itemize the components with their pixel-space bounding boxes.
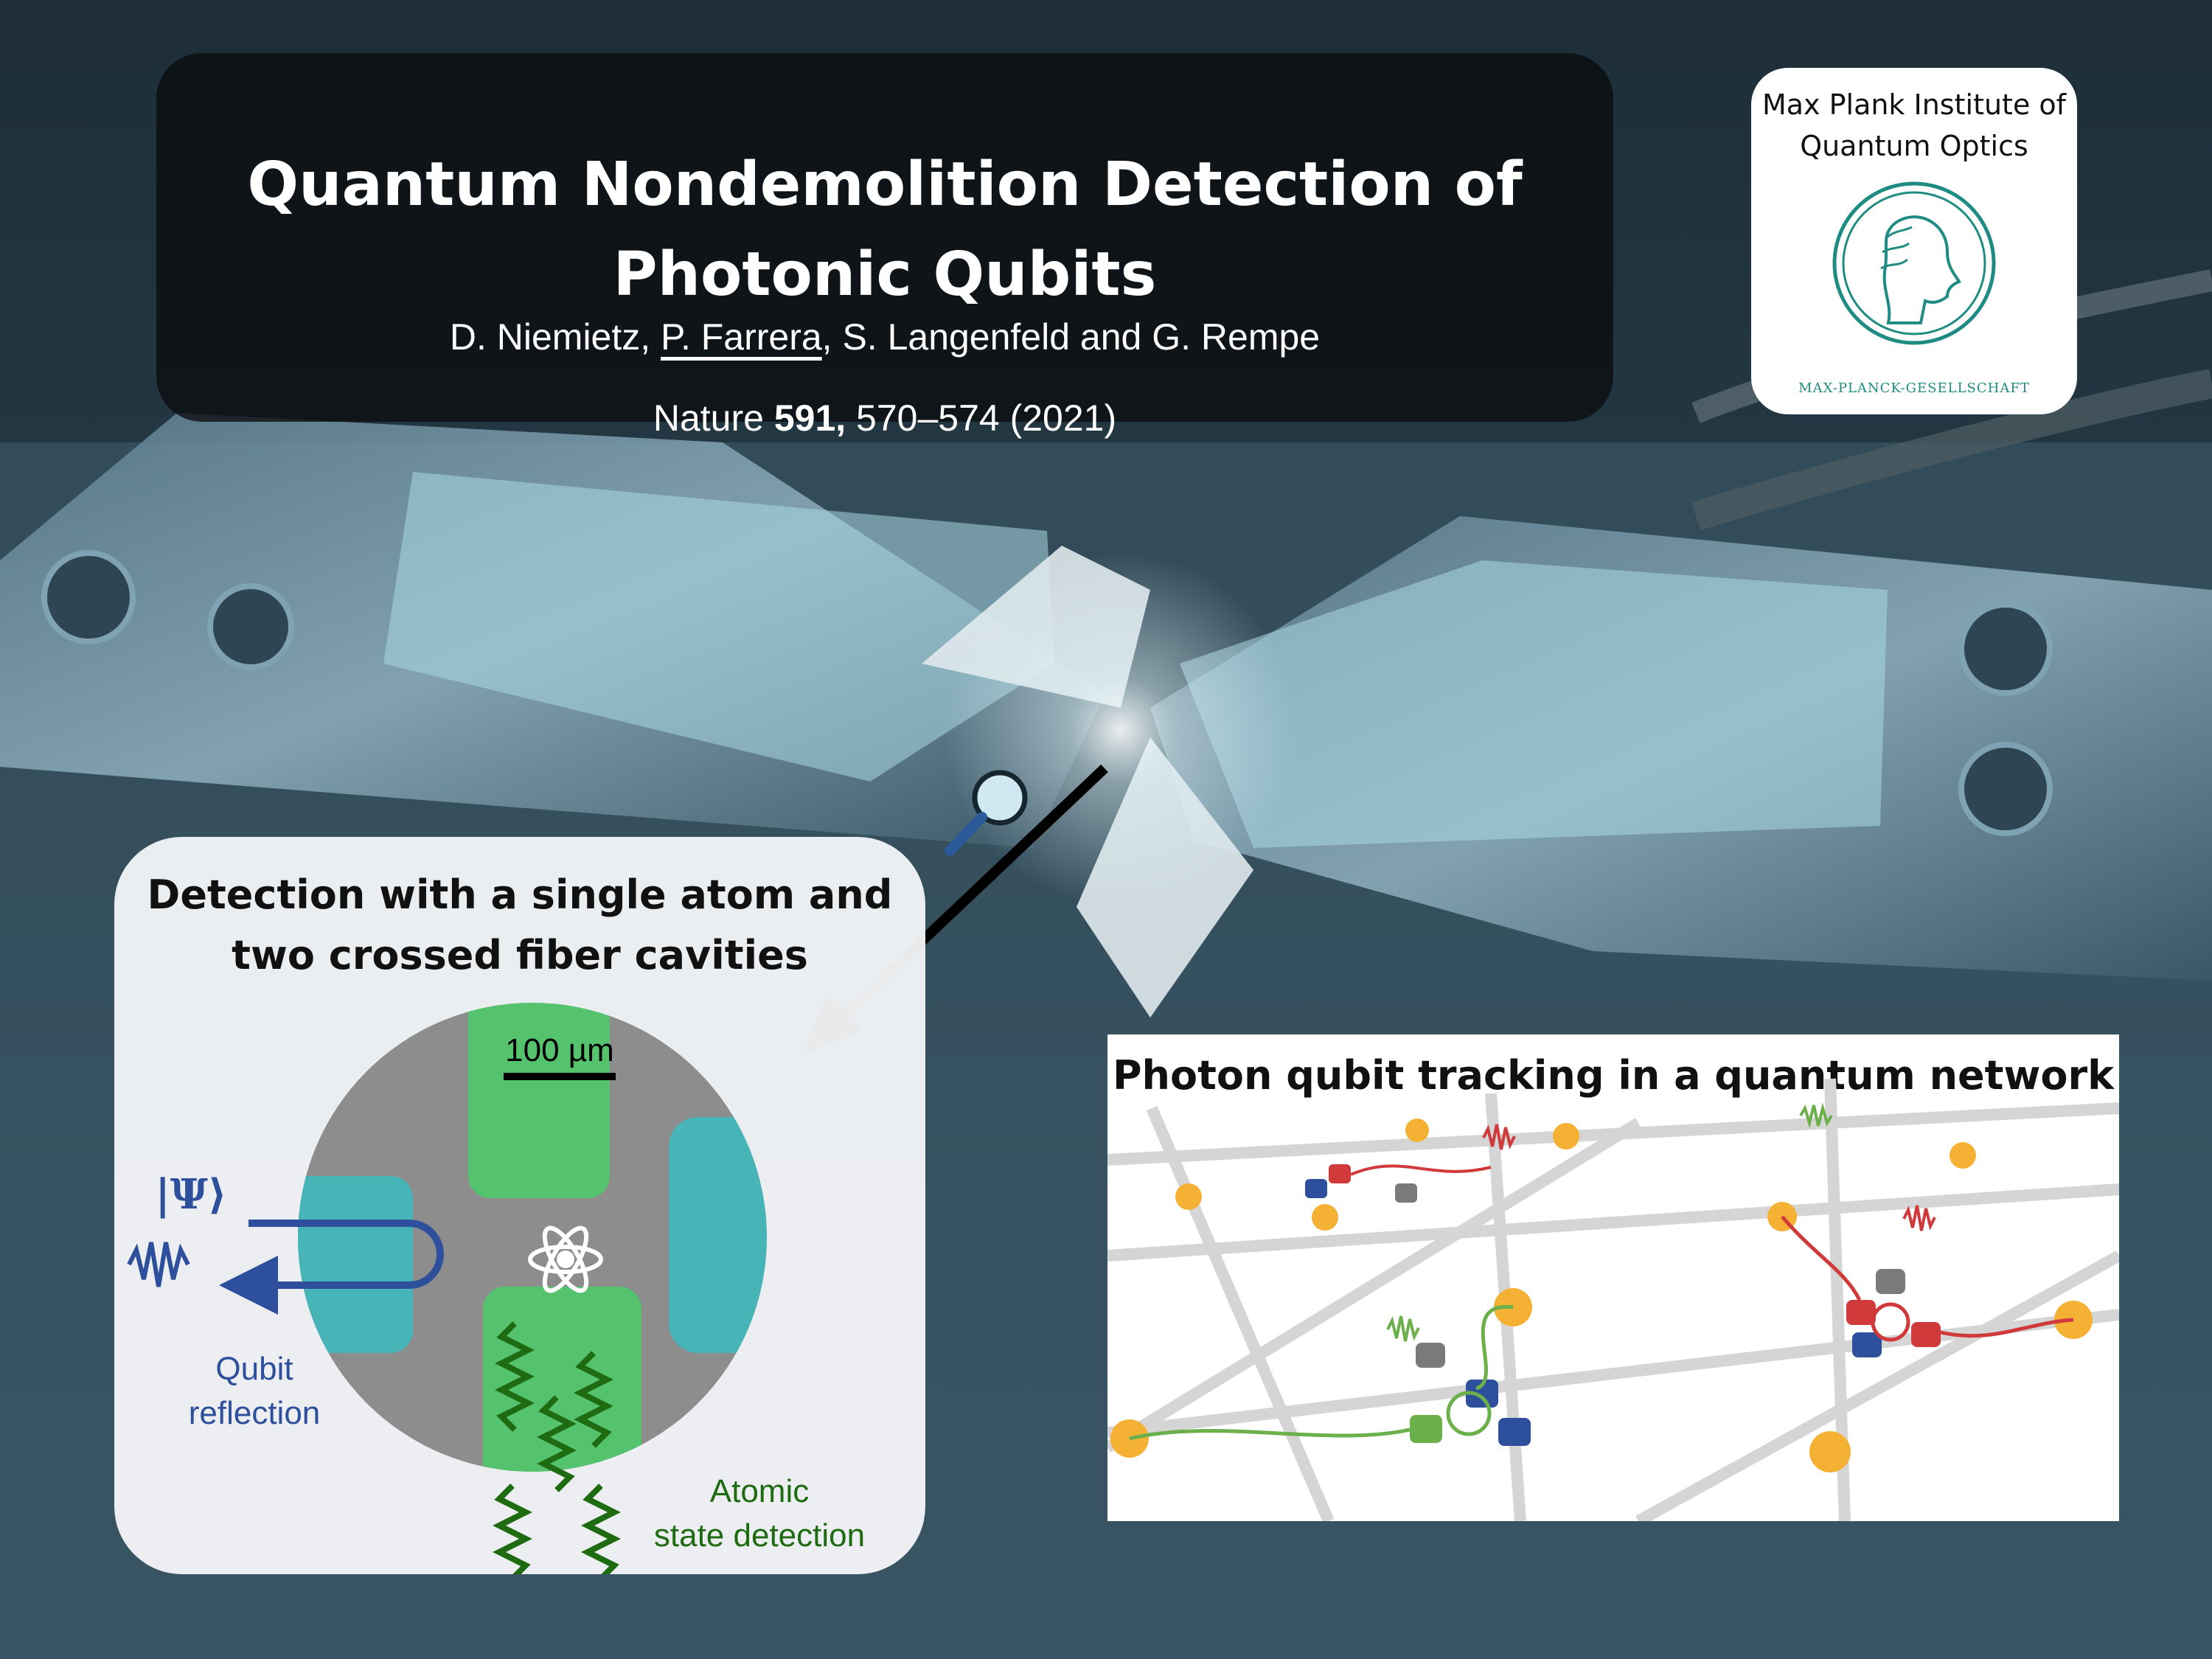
reflection-arrow	[219, 1220, 444, 1315]
station-red-small	[1305, 1164, 1492, 1203]
atom-icon	[528, 1225, 603, 1293]
title-line-1: Quantum Nondemolition Detection of	[247, 150, 1523, 220]
qubit-reflection-label: Qubit reflection	[188, 1351, 321, 1431]
society-name: MAX-PLANCK-GESELLSCHAFT	[1798, 380, 2030, 396]
station-green	[1129, 1304, 1531, 1446]
quantum-network-diagram	[1107, 1078, 2119, 1521]
title-box: Quantum Nondemolition Detection of Photo…	[156, 53, 1613, 439]
magnifier-icon	[945, 770, 1028, 856]
volume: 591,	[773, 397, 846, 439]
photon-icons	[1386, 1102, 1936, 1342]
psi-label: |Ψ⟩	[155, 1170, 227, 1219]
atomic-detection-label: Atomic state detection	[653, 1473, 866, 1554]
scale-bar	[504, 1073, 616, 1080]
scale-label: 100 µm	[505, 1032, 614, 1068]
institute-name: Max Plank Institute of Quantum Optics	[1761, 88, 2067, 162]
institute-logo-box: Max Plank Institute of Quantum Optics MA…	[1751, 68, 2077, 414]
detection-panel-title: Detection with a single atom and two cro…	[147, 872, 893, 978]
cavity-micrograph	[127, 1003, 767, 1574]
detection-panel: Detection with a single atom and two cro…	[114, 837, 925, 1574]
fiber-left	[298, 1176, 413, 1353]
network-panel-title: Photon qubit tracking in a quantum netwo…	[1112, 1052, 2115, 1099]
photon-wave-icon	[127, 1242, 190, 1287]
authors: D. Niemietz, P. Farrera, S. Langenfeld a…	[449, 316, 1321, 358]
fiber-top	[468, 1003, 610, 1198]
title-line-2: Photonic Qubits	[613, 240, 1157, 310]
underlined-author: P. Farrera	[661, 316, 822, 358]
minerva-logo-icon	[1832, 181, 1996, 345]
citation: Nature 591, 570–574 (2021)	[653, 397, 1117, 439]
network-panel: Photon qubit tracking in a quantum netwo…	[1107, 1034, 2119, 1521]
fiber-right	[669, 1117, 767, 1353]
station-red	[1781, 1215, 2074, 1357]
paper-title: Quantum Nondemolition Detection of Photo…	[156, 140, 1613, 320]
detection-waves	[493, 1321, 621, 1574]
